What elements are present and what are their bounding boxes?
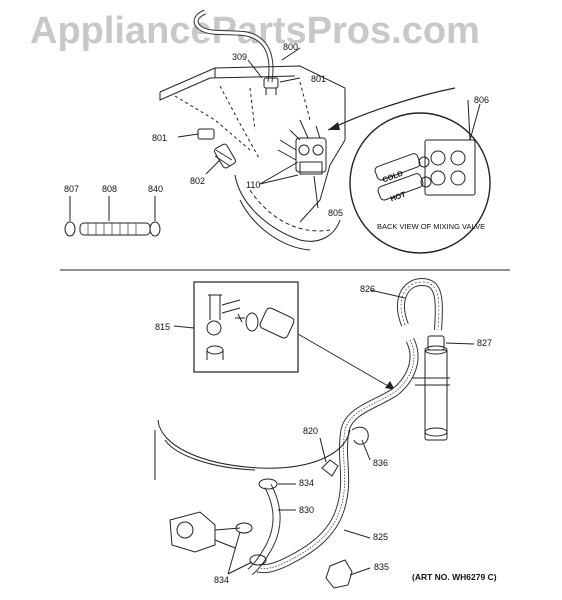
bracket-820 [321, 459, 339, 477]
callout-806: 806 [474, 95, 490, 105]
washer-807 [64, 221, 76, 237]
callout-826: 826 [360, 284, 376, 294]
callout-800: 800 [283, 42, 299, 52]
pump [169, 511, 216, 553]
clamp-834-low [249, 554, 267, 566]
tub-outline [234, 174, 341, 242]
callout-801-lower: 801 [152, 133, 168, 143]
valve-inset-caption: BACK VIEW OF MIXING VALVE [377, 222, 486, 231]
callout-807: 807 [64, 184, 80, 194]
drain-hose-825 [256, 337, 419, 574]
callout-309: 309 [232, 52, 248, 62]
valve-inset-circle [349, 112, 491, 254]
clamp-827 [427, 335, 445, 351]
callout-815: 815 [155, 322, 171, 332]
standpipe [424, 349, 448, 441]
hose-808 [79, 222, 151, 236]
callout-836: 836 [373, 458, 389, 468]
callout-830: 830 [299, 505, 315, 515]
callout-820: 820 [303, 426, 319, 436]
clamp-801-upper [263, 77, 279, 89]
callout-805: 805 [328, 208, 344, 218]
callout-840: 840 [148, 184, 164, 194]
callout-808: 808 [102, 184, 118, 194]
art-number: (ART NO. WH6279 C) [412, 572, 497, 582]
callout-835: 835 [374, 562, 390, 572]
leader-to-inset [327, 87, 456, 131]
callout-825: 825 [373, 532, 389, 542]
callout-827: 827 [477, 338, 493, 348]
callout-834-lower: 834 [214, 575, 230, 585]
plug-802 [214, 143, 236, 169]
clip-836 [351, 426, 369, 445]
clamp-801-lower [197, 128, 215, 140]
washer-840 [149, 221, 161, 237]
clamp-834-top [258, 478, 278, 490]
callout-802: 802 [190, 176, 206, 186]
mixing-valve-805 [295, 137, 327, 173]
fitting-835 [325, 559, 353, 589]
callout-110: 110 [246, 180, 261, 190]
tub-bottom [157, 419, 351, 469]
console-frame [159, 65, 346, 223]
callout-801-upper: 801 [311, 74, 327, 84]
kit-815-box [193, 281, 299, 373]
callout-834-upper: 834 [299, 478, 315, 488]
